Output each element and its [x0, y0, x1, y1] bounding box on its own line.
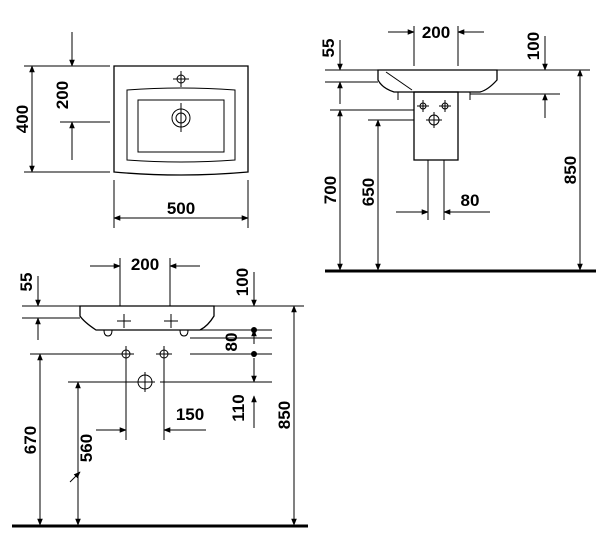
dim-side-850: 850 — [561, 156, 580, 184]
side-view: 200 55 100 850 700 650 80 — [319, 23, 596, 273]
top-view: 400 200 500 — [13, 32, 249, 228]
front-basin — [79, 305, 215, 331]
dim-front-80-dot-bottom — [251, 351, 257, 357]
dim-front-80: 80 — [222, 333, 241, 352]
bowl-inner — [137, 99, 225, 153]
bowl-outline — [126, 87, 236, 163]
dim-front-850: 850 — [275, 401, 294, 429]
dim-front-80-dot-top — [251, 327, 257, 333]
basin-outline — [113, 65, 249, 176]
side-pedestal — [413, 91, 459, 161]
dim-side-waste-200: 200 — [422, 23, 450, 42]
dim-tap-offset-200: 200 — [53, 81, 72, 109]
dim-front-200: 200 — [131, 255, 159, 274]
dim-side-80: 80 — [461, 191, 480, 210]
side-basin — [377, 69, 498, 93]
dim-side-700: 700 — [321, 176, 340, 204]
dim-side-100: 100 — [524, 32, 543, 60]
dim-front-100: 100 — [233, 268, 252, 296]
dim-front-55: 55 — [17, 273, 36, 292]
dim-front-150: 150 — [176, 405, 204, 424]
dim-front-560: 560 — [77, 434, 96, 462]
dim-front-670: 670 — [21, 426, 40, 454]
dim-side-rim-55: 55 — [319, 39, 338, 58]
dim-side-650: 650 — [359, 178, 378, 206]
front-view: 200 55 100 80 110 150 850 — [12, 255, 308, 528]
dim-depth-400: 400 — [13, 105, 32, 133]
dim-front-110: 110 — [229, 394, 248, 421]
dim-width-500: 500 — [167, 199, 195, 218]
